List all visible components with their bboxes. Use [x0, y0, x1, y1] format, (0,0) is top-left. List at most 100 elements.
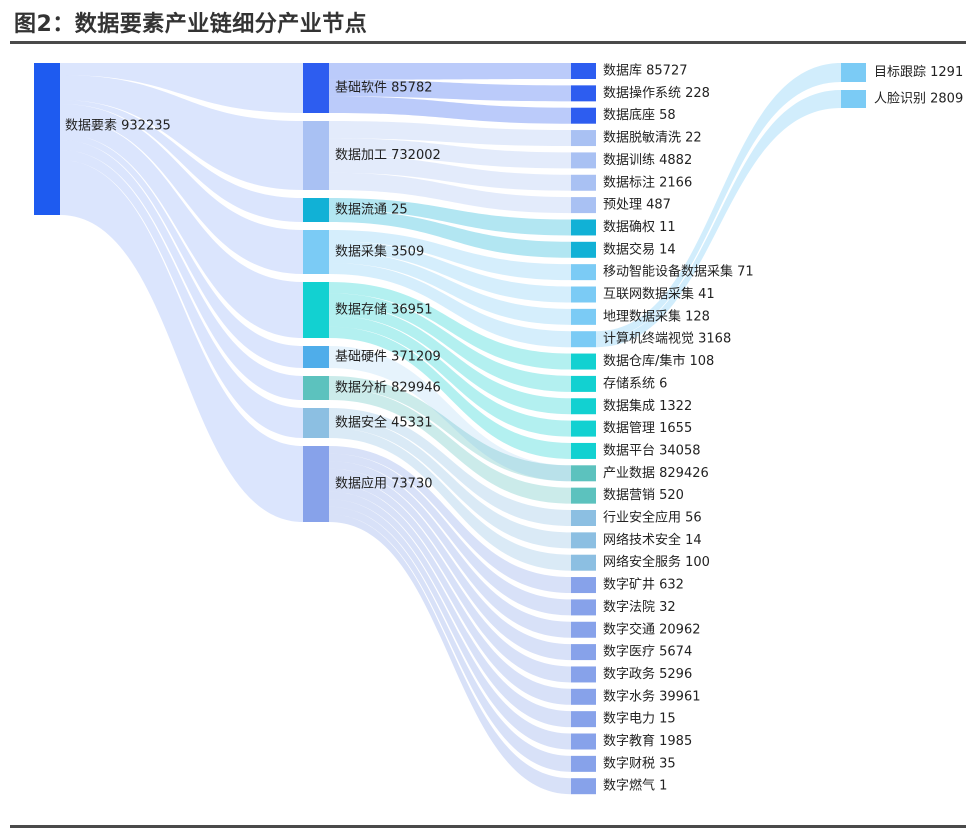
node-l2-label-26: 数字医疗 5674: [603, 645, 692, 660]
node-l2-label-19: 数据营销 520: [603, 488, 684, 503]
node-l2-label-18: 产业数据 829426: [603, 466, 709, 481]
node-l2-29: [571, 711, 596, 728]
link-l1-l2-25: [329, 461, 571, 638]
link-l1-l2-20: [329, 408, 571, 526]
node-l1-6: [303, 376, 329, 400]
link-root-2: [60, 75, 303, 190]
node-l2-3: [571, 130, 596, 147]
node-l1-label-8: 数据应用 73730: [335, 476, 433, 492]
node-l2-label-16: 数据管理 1655: [603, 421, 692, 436]
node-l2-label-14: 存储系统 6: [603, 376, 667, 391]
node-l2-label-31: 数字财税 35: [603, 756, 676, 771]
node-l2-17: [571, 442, 596, 459]
node-l2-label-9: 移动智能设备数据采集 71: [603, 264, 754, 280]
node-l2-5: [571, 174, 596, 191]
node-l2-label-32: 数字燃气 1: [603, 778, 667, 794]
node-l2-label-7: 数据确权 11: [603, 219, 676, 235]
node-root: [34, 63, 60, 215]
node-l2-label-15: 数据集成 1322: [603, 398, 692, 414]
node-l2-label-23: 数字矿井 632: [603, 578, 684, 593]
node-l2-28: [571, 688, 596, 705]
node-l2-label-13: 数据仓库/集市 108: [603, 353, 714, 369]
node-l1-label-6: 数据分析 829946: [335, 381, 441, 396]
node-l2-31: [571, 755, 596, 772]
node-l2-25: [571, 621, 596, 638]
link-l1-l2-18: [329, 376, 571, 482]
link-root-3: [60, 100, 303, 222]
node-l2-label-3: 数据脱敏清洗 22: [603, 131, 702, 146]
node-l2-32: [571, 778, 596, 795]
node-l2-23: [571, 577, 596, 594]
node-l2-13: [571, 353, 596, 370]
node-l1-label-1: 数据加工 732002: [335, 148, 441, 163]
node-l2-label-1: 数据操作系统 228: [603, 85, 710, 101]
link-l1-l2-29: [329, 491, 571, 728]
node-l2-label-11: 地理数据采集 128: [603, 308, 710, 324]
node-l2-label-0: 数据库 85727: [603, 63, 688, 79]
node-l2-22: [571, 554, 596, 571]
link-l1-l2-27: [329, 476, 571, 683]
link-l1-l2-28: [329, 484, 571, 705]
node-l2-30: [571, 733, 596, 750]
node-l2-20: [571, 510, 596, 526]
node-l2-0: [571, 63, 596, 79]
link-root-6: [60, 134, 303, 368]
node-l2-label-20: 行业安全应用 56: [603, 510, 702, 526]
node-l2-21: [571, 532, 596, 549]
node-l2-label-30: 数字教育 1985: [603, 733, 692, 749]
node-l2-8: [571, 241, 596, 258]
link-l1-l2-4: [329, 138, 571, 169]
link-l1-l2-2: [329, 96, 571, 124]
link-l1-l2-22: [329, 428, 571, 571]
bottom-rule: [10, 825, 966, 828]
node-l2-14: [571, 375, 596, 392]
node-l3-0: [841, 63, 866, 82]
node-l3-1: [841, 90, 866, 108]
node-l2-11: [571, 308, 596, 325]
link-l2-l3-0: [596, 63, 841, 340]
node-l2-16: [571, 420, 596, 437]
link-l1-l2-11: [329, 252, 571, 325]
link-l1-l2-12: [329, 263, 571, 348]
node-l1-8: [303, 446, 329, 522]
node-l2-label-12: 计算机终端视觉 3168: [603, 331, 731, 347]
link-l1-l2-16: [329, 315, 571, 437]
link-l1-l2-13: [329, 282, 571, 370]
node-l2-6: [571, 197, 596, 214]
link-l1-l2-23: [329, 446, 571, 594]
link-l1-l2-32: [329, 514, 571, 795]
node-l2-label-29: 数字电力 15: [603, 712, 676, 727]
node-l2-7: [571, 219, 596, 236]
link-l1-l2-24: [329, 453, 571, 616]
node-l2-label-2: 数据底座 58: [603, 107, 676, 123]
figure-title: 图2：数据要素产业链细分产业节点: [14, 12, 368, 37]
link-root-1: [60, 63, 303, 113]
sankey-nodes: [34, 63, 866, 795]
node-l2-label-5: 数据标注 2166: [603, 175, 692, 190]
link-l1-l2-31: [329, 506, 571, 772]
link-l1-l2-hw: [329, 346, 571, 482]
node-l2-label-27: 数字政务 5296: [603, 666, 692, 682]
node-l1-label-2: 数据流通 25: [335, 203, 408, 218]
link-l1-l2-26: [329, 468, 571, 661]
node-l1-0: [303, 63, 329, 113]
link-root-8: [60, 150, 303, 438]
node-l1-5: [303, 346, 329, 368]
link-l1-l2-14: [329, 293, 571, 392]
node-l1-label-0: 基础软件 85782: [335, 81, 433, 96]
node-l2-26: [571, 644, 596, 661]
node-l2-label-8: 数据交易 14: [603, 241, 676, 257]
link-l1-l2-17: [329, 326, 571, 459]
link-l1-l2-7: [329, 198, 571, 236]
node-l2-1: [571, 85, 596, 102]
link-l1-l2-9: [329, 230, 571, 281]
node-l2-label-10: 互联网数据采集 41: [603, 286, 715, 302]
node-l2-label-24: 数字法院 32: [603, 600, 676, 615]
link-l1-l2-6: [329, 172, 571, 214]
node-l1-2: [303, 198, 329, 222]
node-l2-label-28: 数字水务 39961: [603, 688, 701, 704]
node-l2-4: [571, 152, 596, 169]
node-l2-label-22: 网络安全服务 100: [603, 554, 710, 570]
link-root-9: [60, 160, 303, 522]
